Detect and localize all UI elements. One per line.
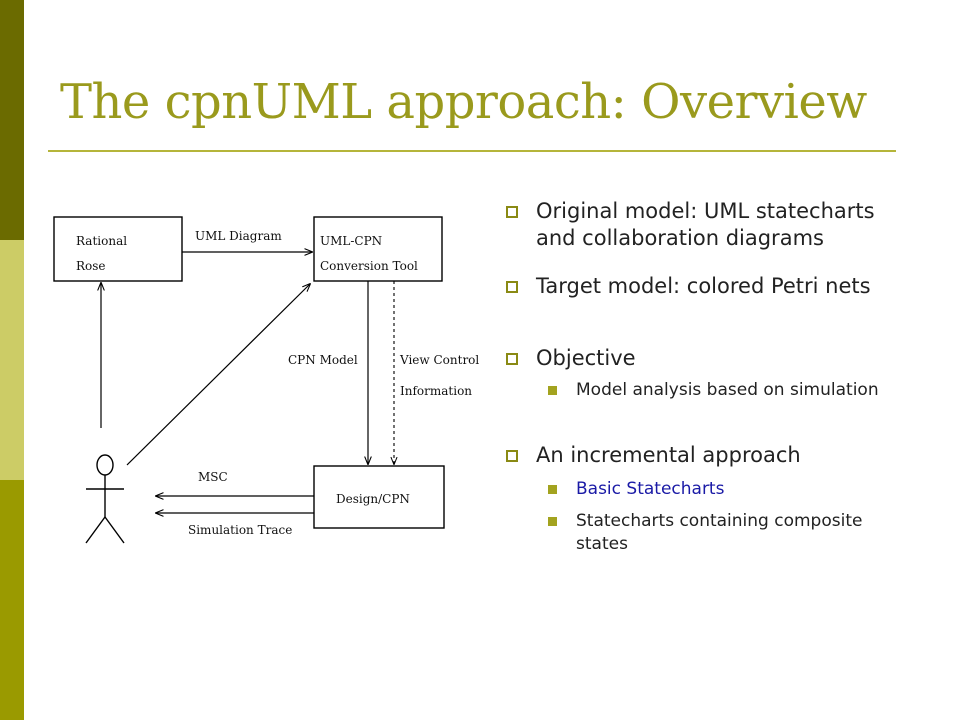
cpn-model-label: CPN Model [288, 353, 358, 367]
sub-bullet-item: Basic Statecharts [498, 478, 898, 501]
view-control-label-line2: Information [400, 384, 472, 398]
sub-bullet-square-icon [548, 386, 557, 395]
user-to-converter-arrow [126, 284, 310, 466]
bullet-square-icon [506, 206, 518, 218]
bullet-list: Original model: UML statecharts and coll… [498, 198, 898, 556]
slide-title: The cpnUML approach: Overview [60, 74, 867, 130]
msc-label: MSC [198, 470, 228, 484]
title-underline [48, 150, 896, 152]
sub-bullet-square-icon [548, 517, 557, 526]
sub-bullet-text: Model analysis based on simulation [576, 380, 879, 400]
bullet-item: Original model: UML statecharts and coll… [498, 198, 898, 252]
sub-bullet-item: Statecharts containing composite states [498, 510, 898, 556]
sidebar-light-segment [0, 240, 24, 480]
rational-rose-label-line2: Rose [76, 259, 106, 273]
conversion-tool-label-line2: Conversion Tool [320, 259, 418, 273]
sidebar-dark-segment [0, 0, 24, 240]
simulation-trace-label: Simulation Trace [188, 523, 292, 537]
sub-bullet-square-icon [548, 485, 557, 494]
bullet-square-icon [506, 353, 518, 365]
bullet-text: Target model: colored Petri nets [536, 274, 871, 298]
cpnuml-diagram: Rational Rose UML-CPN Conversion Tool De… [53, 216, 479, 544]
view-control-label-line1: View Control [399, 353, 479, 367]
bullet-square-icon [506, 281, 518, 293]
stick-figure-icon [85, 454, 125, 544]
uml-diagram-label: UML Diagram [195, 229, 282, 243]
bullet-text: Objective [536, 346, 636, 370]
design-cpn-label: Design/CPN [336, 492, 410, 506]
sub-bullet-item: Model analysis based on simulation [498, 379, 898, 402]
bullet-item: Target model: colored Petri nets [498, 273, 898, 300]
bullet-text: Original model: UML statecharts and coll… [536, 199, 875, 250]
bullet-text: An incremental approach [536, 443, 801, 467]
design-cpn-box: Design/CPN [313, 465, 445, 529]
rational-rose-label-line1: Rational [76, 234, 127, 248]
bullet-item: Objective [498, 345, 898, 372]
rational-rose-box: Rational Rose [53, 216, 183, 282]
conversion-tool-box: UML-CPN Conversion Tool [313, 216, 443, 282]
bullet-item: An incremental approach [498, 442, 898, 469]
sidebar-mid-segment [0, 480, 24, 720]
sidebar-decoration [0, 0, 24, 720]
conversion-tool-label-line1: UML-CPN [320, 234, 382, 248]
sub-bullet-text: Statecharts containing composite states [576, 511, 863, 554]
sub-bullet-text: Basic Statecharts [576, 479, 725, 499]
bullet-square-icon [506, 450, 518, 462]
